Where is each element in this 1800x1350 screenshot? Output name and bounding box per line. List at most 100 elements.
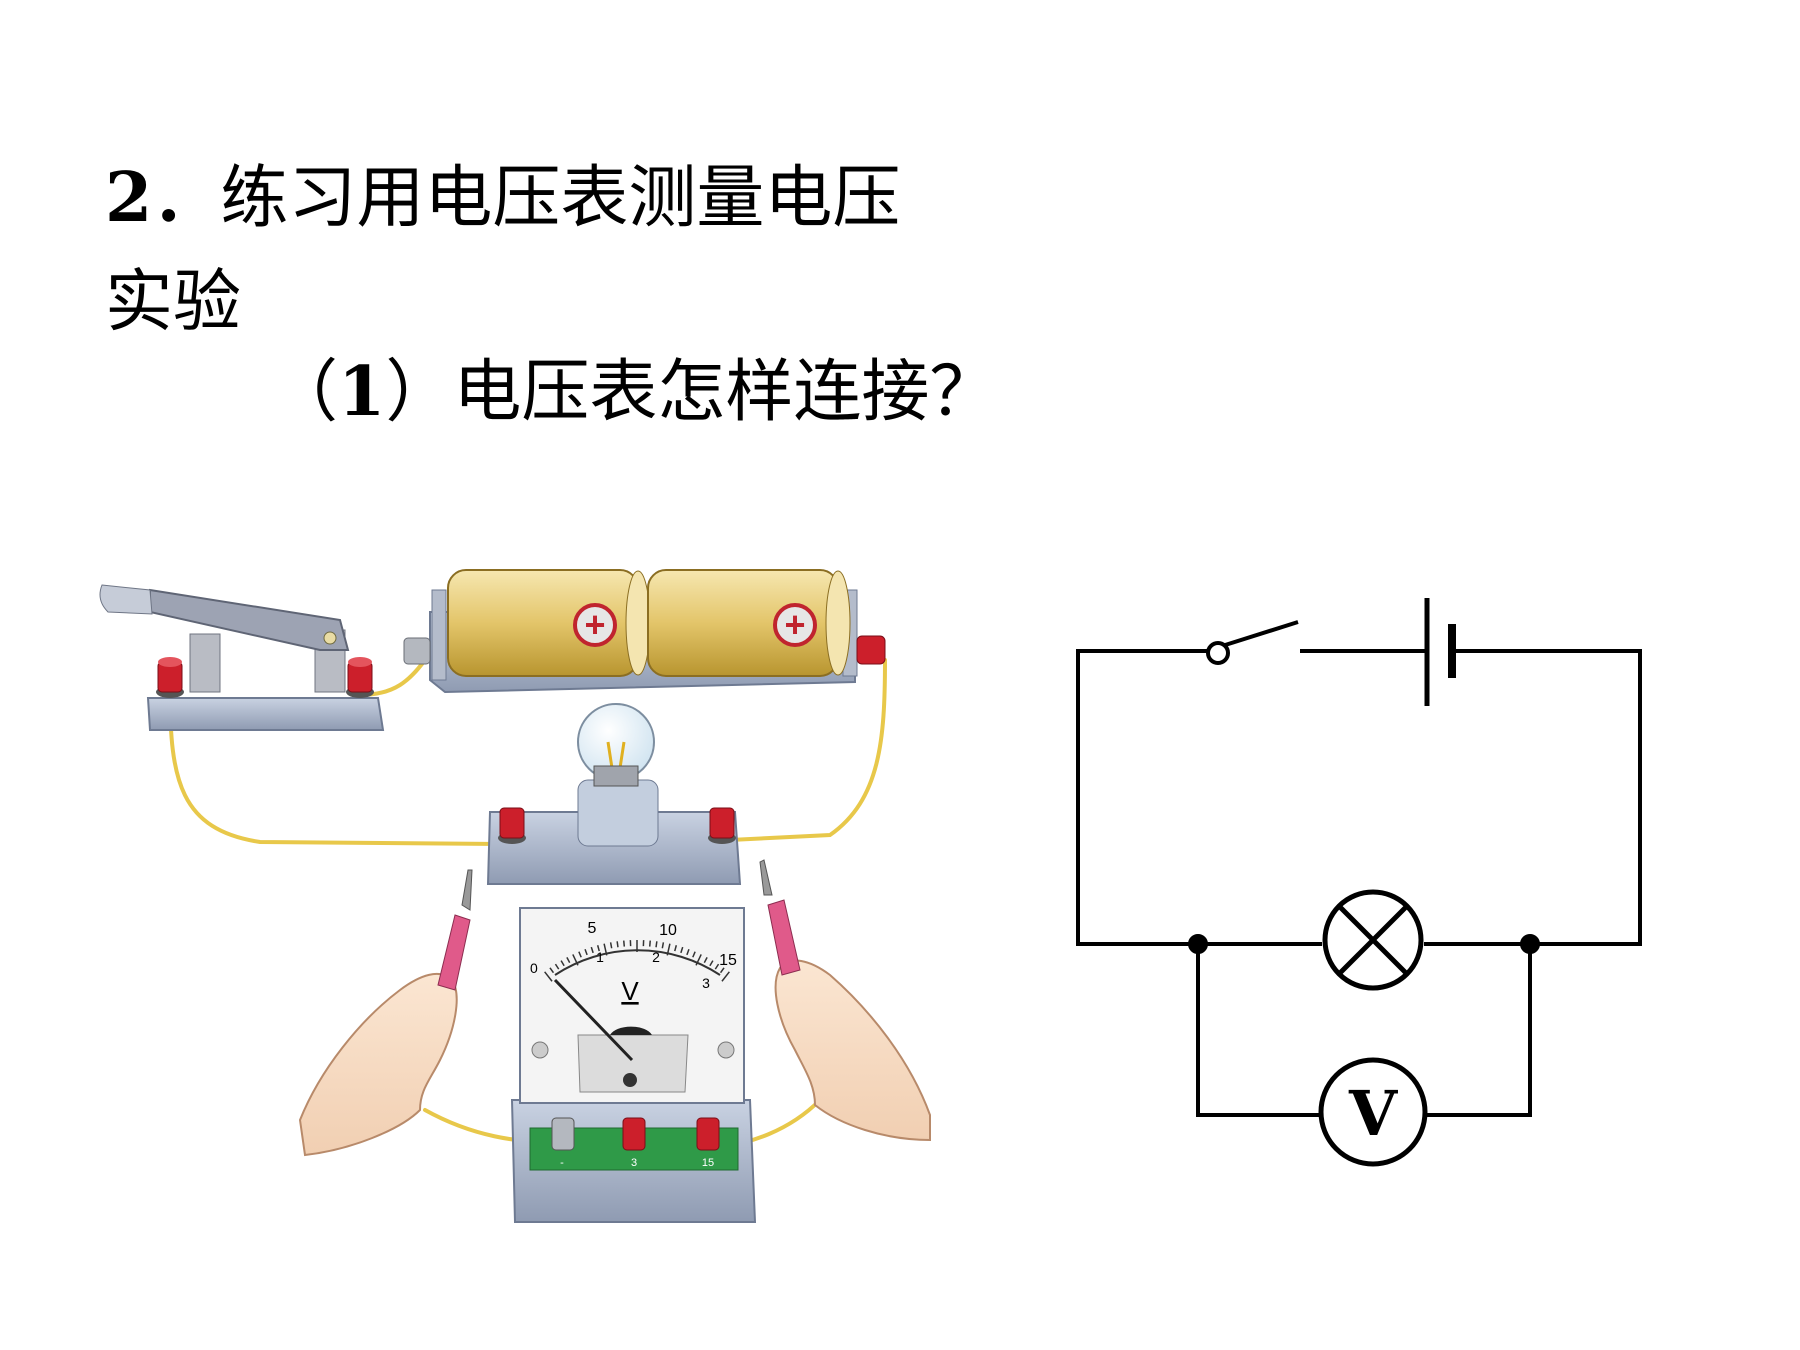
voltmeter-terminal-15	[696, 1117, 720, 1151]
voltmeter-terminal-3	[622, 1117, 646, 1151]
scale-tick	[623, 940, 626, 947]
circuit-switch-blade	[1221, 620, 1299, 648]
scale-tick	[674, 945, 678, 952]
voltmeter-needle	[553, 978, 634, 1062]
scale-upper-label-2: 10	[659, 922, 677, 939]
switch-blade	[149, 588, 350, 651]
scale-upper-label-3: 15	[719, 952, 737, 969]
lamp-terminal-right	[708, 807, 736, 844]
circuit-wire-voltmeter-branch-right	[1424, 944, 1532, 1117]
voltmeter-scale-ticks	[544, 940, 730, 982]
voltmeter-terminal-neg	[551, 1117, 575, 1151]
heading-number: 2．	[105, 158, 221, 238]
terminal-label-neg: -	[560, 1157, 564, 1169]
left-probe-handle	[437, 914, 471, 991]
knife-switch	[99, 584, 385, 731]
switch-terminal-right	[346, 657, 374, 698]
scale-tick	[584, 949, 588, 956]
terminal-label-15: 15	[702, 1157, 714, 1169]
circuit-wire-top-right	[1424, 649, 1642, 946]
battery-holder: + +	[403, 569, 886, 694]
heading-text: 练习用电压表测量电压	[220, 159, 901, 238]
scale-lower-label-2: 2	[652, 949, 660, 965]
scale-tick	[554, 963, 560, 970]
voltmeter-zero-adjust	[623, 1073, 637, 1087]
battery-plus-mark-1: +	[573, 603, 617, 647]
lamp-filament	[606, 741, 626, 769]
lamp-holder	[486, 703, 742, 885]
circuit-diagram	[1076, 598, 1642, 1167]
scale-tick	[596, 945, 600, 952]
voltmeter-pivot-cover	[610, 1026, 652, 1035]
scale-tick	[590, 946, 594, 954]
scale-tick	[609, 942, 613, 949]
voltmeter: 5 10 15 1 2 3 0 V - 3 15	[510, 907, 757, 1223]
scale-tick	[686, 949, 690, 956]
switch-handle	[99, 584, 153, 615]
battery-plus-label-2: +	[784, 604, 805, 645]
scale-tick	[692, 951, 696, 958]
scale-tick	[719, 967, 725, 974]
scale-tick	[703, 957, 708, 964]
right-probe-tip	[759, 859, 773, 896]
scale-tick	[648, 940, 651, 947]
circuit-voltmeter-label: V	[1348, 1077, 1398, 1150]
scale-tick	[560, 960, 565, 967]
scale-tick	[680, 946, 684, 954]
battery-cell-2	[647, 569, 851, 677]
left-probe-tip	[461, 869, 473, 911]
scale-tick	[721, 971, 730, 982]
heading-title: 2．练习用电压表测量电压	[105, 158, 900, 239]
circuit-junction-left	[1188, 934, 1208, 954]
scale-tick	[616, 941, 619, 948]
scale-zero-label: 0	[530, 960, 538, 976]
question-number: 1	[338, 352, 386, 432]
right-hand-with-probe	[759, 859, 931, 1142]
switch-pin	[323, 631, 337, 645]
battery-plus-mark-2: +	[773, 603, 817, 647]
voltmeter-unit-label: V	[621, 976, 639, 1006]
voltmeter-screw-right	[717, 1041, 735, 1059]
left-hand-with-probe	[298, 869, 473, 1157]
switch-clip	[189, 633, 221, 693]
question-open-paren: （	[270, 353, 339, 432]
scale-tick	[578, 951, 582, 958]
scale-tick	[572, 954, 579, 966]
circuit-wire-voltmeter-branch-left	[1196, 944, 1322, 1117]
lamp-cap	[593, 765, 639, 787]
scale-lower-label-3: 3	[702, 975, 710, 991]
battery-cell-1	[447, 569, 651, 677]
scale-tick	[655, 941, 658, 948]
voltmeter-screw-left	[531, 1041, 549, 1059]
switch-terminal-left	[156, 657, 184, 698]
right-probe-handle	[767, 899, 801, 976]
circuit-lamp-symbol	[1322, 889, 1424, 991]
scale-tick	[661, 942, 665, 949]
scale-tick	[695, 954, 702, 966]
scale-lower-label-1: 1	[596, 949, 604, 965]
circuit-switch-pivot	[1206, 641, 1230, 665]
battery-terminal-left	[403, 637, 431, 665]
circuit-wire-top-left	[1076, 649, 1322, 946]
right-hand	[774, 959, 931, 1142]
lamp-terminal-left	[498, 807, 526, 844]
scale-tick	[566, 957, 571, 964]
scale-tick	[666, 943, 671, 956]
scale-tick	[709, 960, 714, 967]
circuit-junction-right	[1520, 934, 1540, 954]
scale-tick	[544, 971, 553, 982]
switch-base	[146, 697, 385, 731]
scale-tick	[603, 943, 608, 956]
left-hand	[298, 972, 458, 1157]
battery-holder-end-left	[431, 589, 447, 681]
scale-tick	[714, 963, 720, 970]
circuit-voltmeter-symbol	[1318, 1057, 1428, 1167]
wire-battery-to-lamp	[728, 658, 887, 842]
scale-tick	[549, 967, 555, 974]
terminal-label-3: 3	[631, 1157, 637, 1169]
scale-upper-label-1: 5	[588, 920, 597, 937]
battery-plus-label-1: +	[584, 604, 605, 645]
question-body: ）电压表怎样连接？	[385, 353, 998, 432]
lamp-socket	[577, 779, 659, 847]
